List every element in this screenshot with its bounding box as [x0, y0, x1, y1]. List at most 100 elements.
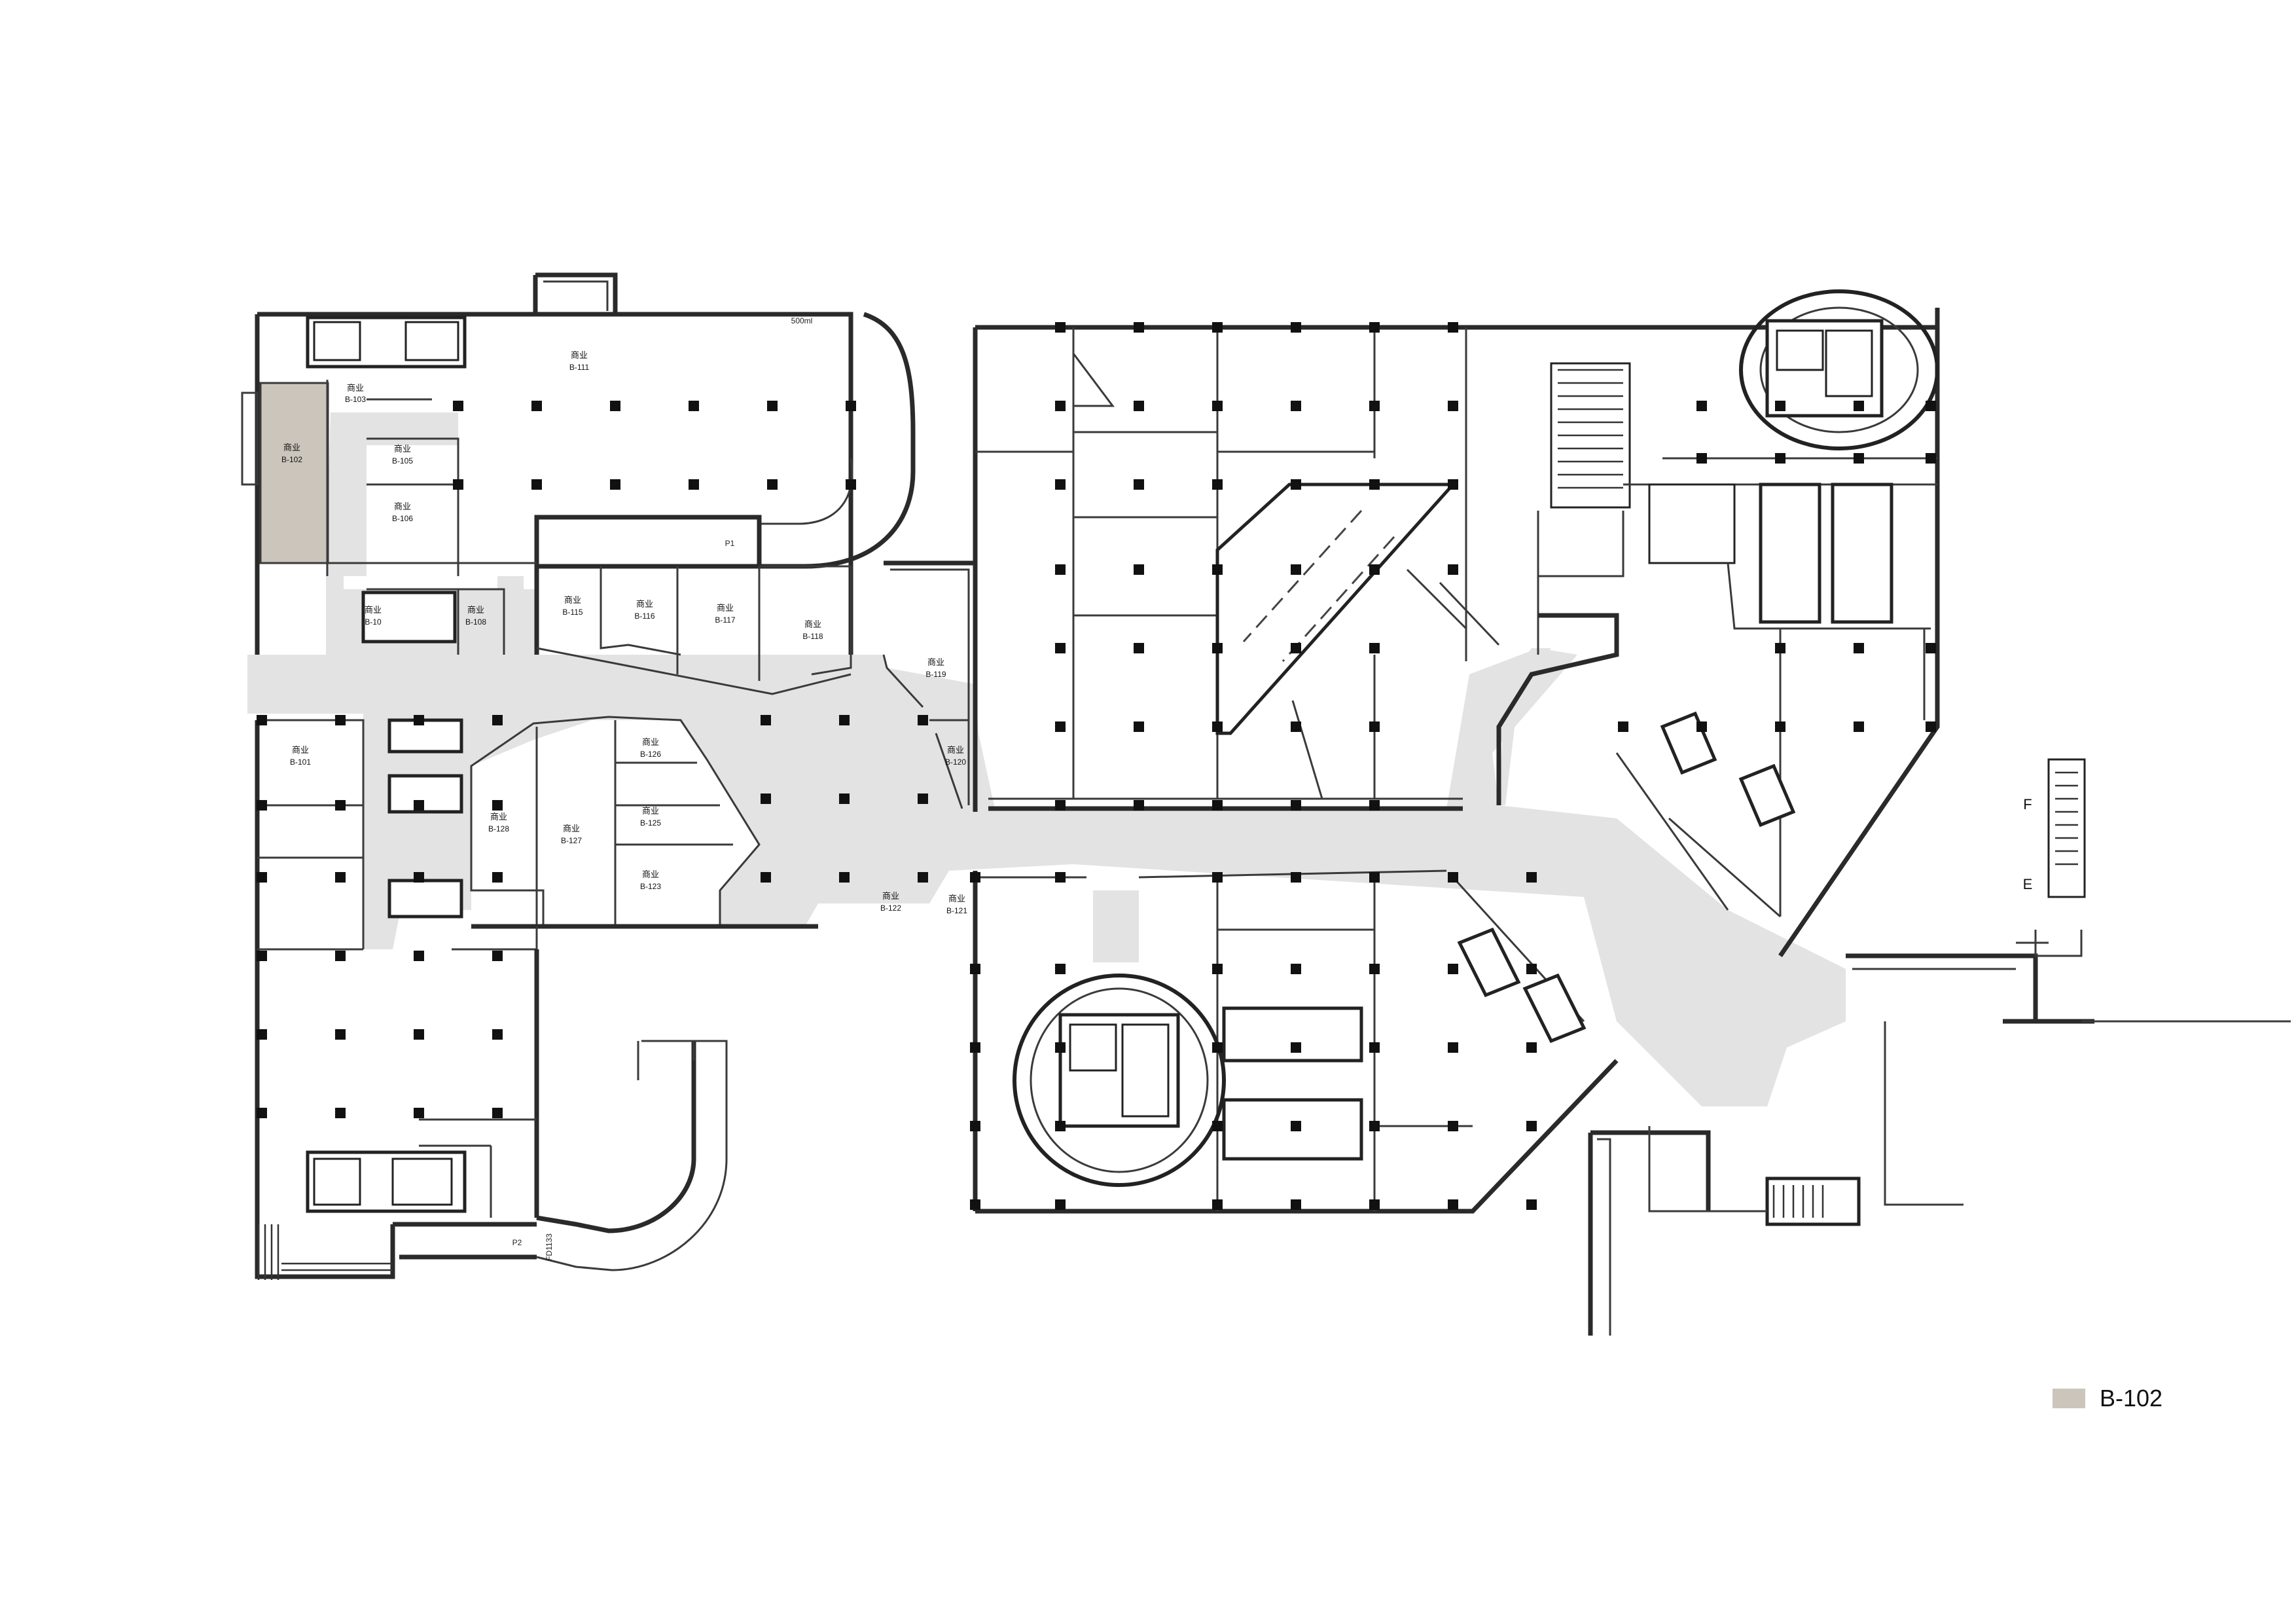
structural-column: [1291, 1199, 1301, 1210]
unit-b118[interactable]: 商业B-118: [802, 620, 823, 641]
svg-text:B-115: B-115: [562, 608, 583, 617]
structural-column: [257, 715, 267, 725]
structural-column: [970, 964, 980, 974]
structural-column: [1526, 964, 1537, 974]
unit-b117[interactable]: 商业B-117: [715, 604, 735, 625]
structural-column: [761, 715, 771, 725]
structural-column: [1212, 322, 1223, 333]
svg-text:商业: 商业: [365, 606, 382, 615]
label-p1: P1: [725, 539, 735, 548]
svg-text:商业: 商业: [394, 445, 411, 454]
svg-text:B-103: B-103: [345, 395, 366, 404]
svg-text:B-106: B-106: [392, 514, 413, 523]
unit-b125[interactable]: 商业 B-125: [640, 807, 661, 828]
unit-b105[interactable]: 商业 B-105: [392, 445, 413, 465]
structural-column: [1212, 872, 1223, 883]
svg-text:B-128: B-128: [488, 824, 509, 833]
west-entrance-stairs: [257, 1224, 393, 1280]
svg-text:B-105: B-105: [392, 456, 413, 465]
elevator-bank-1: [387, 718, 463, 754]
label-fd1133: FD1133: [545, 1233, 554, 1261]
structural-column: [1055, 1121, 1066, 1131]
structural-column: [1696, 401, 1707, 411]
structural-column: [918, 872, 928, 883]
structural-column: [1369, 479, 1380, 490]
structural-column: [1926, 643, 1936, 653]
unit-b108[interactable]: 商业 B-108: [465, 606, 486, 627]
svg-text:B-126: B-126: [640, 750, 661, 759]
svg-text:商业: 商业: [948, 894, 965, 904]
svg-text:B-108: B-108: [465, 617, 486, 627]
svg-text:商业: 商业: [467, 606, 484, 615]
structural-column: [1212, 721, 1223, 732]
unit-b101[interactable]: 商业B-101: [290, 746, 311, 767]
unit-b122[interactable]: 商业B-122: [880, 892, 901, 913]
unit-b121[interactable]: 商业B-121: [946, 894, 967, 915]
svg-text:B-125: B-125: [640, 818, 661, 828]
unit-b116[interactable]: 商业B-116: [634, 600, 655, 621]
structural-column: [610, 479, 620, 490]
svg-text:商业: 商业: [347, 384, 364, 393]
structural-column: [1926, 721, 1936, 732]
unit-b107[interactable]: 商业B-10: [365, 606, 382, 627]
svg-text:商业: 商业: [642, 807, 659, 816]
svg-text:商业: 商业: [642, 870, 659, 880]
west-block: [241, 272, 916, 1280]
structural-column: [453, 401, 463, 411]
structural-column: [1055, 322, 1066, 333]
unit-b123[interactable]: 商业 B-123: [640, 870, 661, 891]
axis-letter-f: F: [2023, 796, 2032, 812]
structural-column: [1212, 401, 1223, 411]
unit-b119[interactable]: 商业B-119: [925, 658, 946, 679]
svg-text:B-119: B-119: [925, 670, 946, 679]
svg-text:商业: 商业: [564, 596, 581, 606]
unit-b120[interactable]: 商业B-120: [945, 746, 966, 767]
svg-text:B-111: B-111: [569, 363, 590, 372]
unit-labels: 商业B-102 商业B-103 商业B-105 商业B-106 商业B-10 商…: [281, 351, 967, 915]
unit-b126[interactable]: 商业 B-126: [640, 738, 661, 759]
unit-b103[interactable]: 商业 B-103: [345, 384, 366, 404]
unit-b128[interactable]: 商业B-128: [488, 812, 509, 833]
structural-column: [1369, 1042, 1380, 1053]
structural-column: [257, 951, 267, 961]
structural-column: [257, 1108, 267, 1118]
svg-text:商业: 商业: [283, 443, 300, 453]
diagonal-core: [1215, 483, 1457, 735]
structural-column: [492, 1108, 503, 1118]
structural-column: [1055, 872, 1066, 883]
structural-column: [335, 1029, 346, 1040]
structural-column: [531, 479, 542, 490]
structural-column: [1926, 401, 1936, 411]
structural-column: [1212, 800, 1223, 811]
label-p2: P2: [512, 1238, 522, 1247]
structural-column: [1526, 1042, 1537, 1053]
structural-column: [1134, 800, 1144, 811]
svg-text:B-117: B-117: [715, 615, 735, 625]
svg-text:商业: 商业: [642, 738, 659, 748]
label-500ml: 500ml: [791, 316, 813, 325]
unit-b102[interactable]: 商业B-102: [281, 443, 302, 464]
structural-column: [335, 872, 346, 883]
corridor-b103-stub: [326, 412, 458, 576]
unit-b102-fill[interactable]: [259, 382, 329, 564]
restroom-block-a: [1648, 483, 1736, 564]
unit-b106[interactable]: 商业B-106: [392, 502, 413, 523]
structural-column: [1526, 872, 1537, 883]
structural-column: [335, 951, 346, 961]
svg-text:商业: 商业: [947, 746, 964, 756]
unit-b127[interactable]: 商业B-127: [561, 824, 582, 845]
structural-column: [492, 1029, 503, 1040]
structural-column: [492, 800, 503, 811]
structural-column: [1134, 643, 1144, 653]
structural-column: [1291, 401, 1301, 411]
structural-column: [335, 800, 346, 811]
structural-column: [1055, 643, 1066, 653]
structural-column: [767, 479, 778, 490]
structural-column: [1448, 1199, 1458, 1210]
south-core-diag: [1457, 927, 1521, 998]
structural-column: [1448, 564, 1458, 575]
unit-b111[interactable]: 商业B-111: [569, 351, 590, 372]
svg-text:B-123: B-123: [640, 882, 661, 891]
unit-b115[interactable]: 商业 B-115: [562, 596, 583, 617]
structural-column: [1212, 564, 1223, 575]
